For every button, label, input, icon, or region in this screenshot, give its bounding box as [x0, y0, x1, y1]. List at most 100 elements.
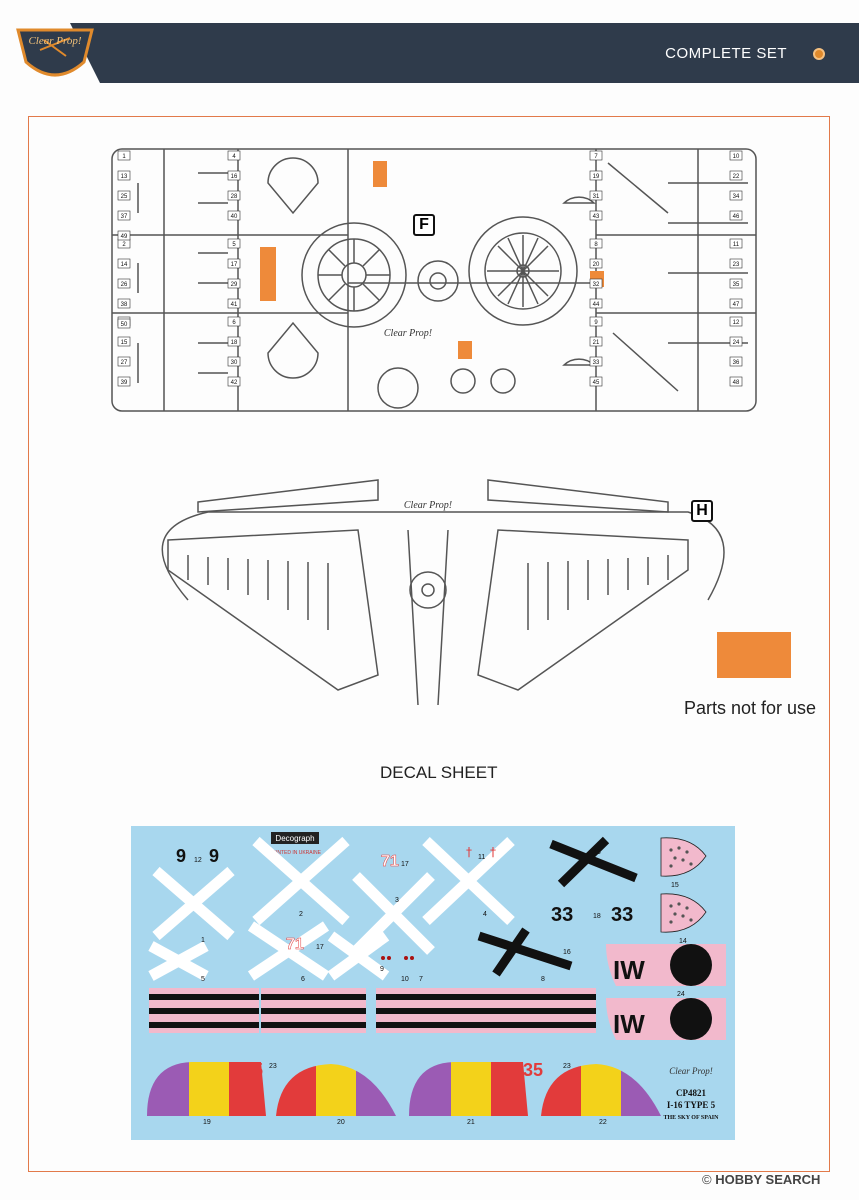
svg-text:33: 33 — [611, 904, 633, 926]
part-number-label: 49 — [117, 230, 131, 241]
part-number-label: 24 — [729, 336, 743, 347]
svg-text:Clear Prop!: Clear Prop! — [384, 328, 432, 339]
svg-text:40: 40 — [231, 214, 238, 220]
part-number-label: 14 — [117, 258, 131, 269]
svg-text:20: 20 — [337, 1119, 345, 1126]
svg-text:33: 33 — [593, 360, 600, 366]
part-number-label: 30 — [227, 356, 241, 367]
svg-text:13: 13 — [593, 849, 601, 856]
part-number-label: 18 — [227, 336, 241, 347]
svg-text:71: 71 — [286, 936, 304, 953]
part-number-label: 19 — [589, 170, 603, 181]
sprue-h-label: H — [691, 500, 713, 522]
svg-text:23: 23 — [733, 262, 740, 268]
svg-text:31: 31 — [593, 194, 600, 200]
part-number-label: 29 — [227, 278, 241, 289]
sprue-h-diagram: Clear Prop! — [161, 479, 725, 706]
svg-text:17: 17 — [316, 944, 324, 951]
part-number-label: 47 — [729, 298, 743, 309]
svg-text:12: 12 — [194, 857, 202, 864]
svg-text:20: 20 — [593, 262, 600, 268]
svg-text:4: 4 — [483, 911, 487, 918]
part-number-label: 1 — [117, 150, 131, 161]
svg-text:22: 22 — [599, 1119, 607, 1126]
svg-text:35: 35 — [523, 1060, 543, 1080]
part-number-label: 34 — [729, 190, 743, 201]
part-number-label: 35 — [729, 278, 743, 289]
svg-text:CP4821: CP4821 — [676, 1088, 706, 1098]
part-number-label: 20 — [589, 258, 603, 269]
svg-text:16: 16 — [563, 949, 571, 956]
svg-text:30: 30 — [231, 360, 238, 366]
page-header: Clear Prop! COMPLETE SET — [0, 0, 859, 88]
part-number-label: 4 — [227, 150, 241, 161]
sprue-f-label: F — [413, 214, 435, 236]
svg-text:21: 21 — [467, 1119, 475, 1126]
svg-text:47: 47 — [733, 302, 740, 308]
part-number-label: 46 — [729, 210, 743, 221]
svg-text:18: 18 — [593, 913, 601, 920]
svg-text:28: 28 — [231, 194, 238, 200]
footer-watermark: © HOBBY SEARCH — [702, 1172, 820, 1187]
svg-text:6: 6 — [301, 976, 305, 983]
svg-text:19: 19 — [203, 1119, 211, 1126]
svg-text:9: 9 — [209, 846, 219, 866]
svg-text:Clear Prop!: Clear Prop! — [669, 1066, 712, 1076]
part-number-label: 22 — [729, 170, 743, 181]
decal-sheet-title: DECAL SHEET — [380, 763, 498, 782]
part-number-label: 50 — [117, 318, 131, 329]
part-number-label: 2 — [117, 238, 131, 249]
svg-text:9: 9 — [380, 966, 384, 973]
svg-text:PRINTED IN UKRAINE: PRINTED IN UKRAINE — [269, 850, 322, 856]
part-number-label: 23 — [729, 258, 743, 269]
svg-text:9: 9 — [176, 846, 186, 866]
svg-text:7: 7 — [419, 976, 423, 983]
svg-text:23: 23 — [563, 1063, 571, 1070]
footer-brand: HOBBY SEARCH — [715, 1172, 821, 1187]
svg-text:25: 25 — [121, 194, 128, 200]
svg-text:37: 37 — [121, 214, 128, 220]
part-number-label: 26 — [117, 278, 131, 289]
part-number-label: 39 — [117, 376, 131, 387]
part-number-label: 40 — [227, 210, 241, 221]
part-number-label: 45 — [589, 376, 603, 387]
part-number-label: 15 — [117, 336, 131, 347]
parts-not-for-use-label: Parts not for use — [684, 698, 817, 718]
part-number-label: 21 — [589, 336, 603, 347]
part-number-label: 17 — [227, 258, 241, 269]
svg-text:8: 8 — [541, 976, 545, 983]
part-number-label: 41 — [227, 298, 241, 309]
svg-text:10: 10 — [401, 976, 409, 983]
part-number-label: 33 — [589, 356, 603, 367]
svg-text:5: 5 — [201, 976, 205, 983]
svg-text:17: 17 — [401, 861, 409, 868]
part-number-label: 42 — [227, 376, 241, 387]
part-number-label: 9 — [589, 316, 603, 327]
header-dot-icon — [813, 48, 825, 60]
part-number-label: 10 — [729, 150, 743, 161]
svg-text:5: 5 — [232, 242, 236, 248]
svg-text:26: 26 — [121, 282, 128, 288]
part-number-label: 6 — [227, 316, 241, 327]
svg-text:2: 2 — [299, 911, 303, 918]
brand-logo: Clear Prop! — [16, 28, 94, 77]
svg-text:15: 15 — [671, 882, 679, 889]
svg-text:34: 34 — [733, 194, 740, 200]
svg-text:24: 24 — [733, 340, 740, 346]
svg-text:35: 35 — [733, 282, 740, 288]
svg-text:9: 9 — [594, 320, 598, 326]
svg-text:IW: IW — [613, 955, 645, 985]
part-number-label: 8 — [589, 238, 603, 249]
svg-text:18: 18 — [231, 340, 238, 346]
part-number-label: 16 — [227, 170, 241, 181]
part-number-label: 25 — [117, 190, 131, 201]
svg-text:13: 13 — [121, 174, 128, 180]
svg-text:36: 36 — [733, 360, 740, 366]
svg-text:Clear Prop!: Clear Prop! — [28, 35, 81, 47]
svg-text:14: 14 — [679, 938, 687, 945]
svg-text:THE SKY OF SPAIN: THE SKY OF SPAIN — [664, 1115, 720, 1121]
svg-text:12: 12 — [733, 320, 740, 326]
section-title: COMPLETE SET — [665, 45, 787, 62]
svg-text:16: 16 — [231, 174, 238, 180]
parts-not-for-use-swatch — [717, 632, 791, 678]
